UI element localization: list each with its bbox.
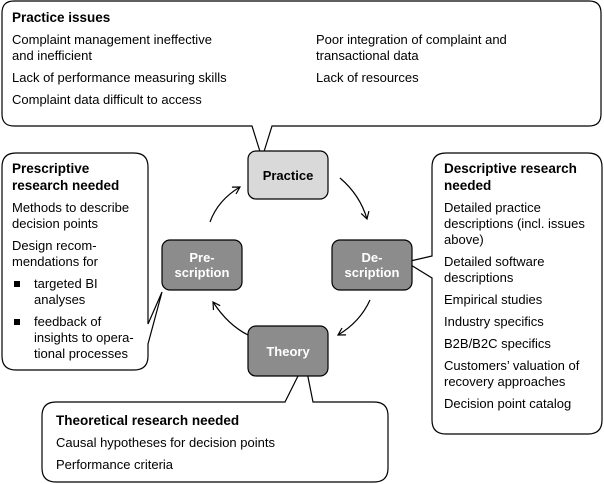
practice-issue-item: Complaint data difficult to access (12, 92, 202, 107)
descriptive-title: Descriptive research needed (444, 161, 577, 193)
descriptive-item: Detailed software descriptions (444, 254, 545, 285)
descriptive-callout (404, 152, 603, 435)
prescriptive-bullet-text: targeted BI analyses (34, 276, 98, 307)
theory-node (247, 325, 329, 377)
prescriptive-callout (1, 152, 163, 371)
descriptive-item: Customers’ valuation of recovery approac… (444, 358, 580, 389)
prescriptive-bullet-text: feedback of insights to opera- tional pr… (34, 314, 134, 361)
practice-node (247, 150, 329, 200)
prescription-node-label: Pre- scription (174, 250, 230, 280)
arrow-practice-to-description (339, 177, 370, 221)
descriptive-item: Empirical studies (444, 292, 543, 307)
descriptive-item: Industry specifics (444, 314, 544, 329)
description-node-label: De- scription (344, 250, 400, 280)
square-bullet-icon (14, 319, 20, 325)
prescriptive-text: Prescriptive research needed Methods to … (12, 160, 146, 362)
descriptive-item: Decision point catalog (444, 396, 572, 411)
practice-issues-callout (1, 0, 602, 161)
prescriptive-item: Methods to describe decision points (12, 200, 130, 231)
arrow-description-to-theory (336, 299, 371, 336)
descriptive-text: Descriptive research needed Detailed pra… (444, 160, 600, 412)
description-node (331, 239, 413, 291)
prescriptive-item: Design recom- mendations for (12, 238, 98, 269)
arrow-prescription-to-practice (209, 186, 242, 223)
prescription-node (161, 239, 243, 291)
practice-issue-item: Complaint management ineffective and ine… (12, 32, 212, 63)
theoretical-item: Causal hypotheses for decision points (56, 435, 275, 450)
practice-issue-item: Lack of resources (316, 70, 419, 85)
practice-issues-title: Practice issues (12, 10, 111, 25)
theory-node-label: Theory (266, 343, 310, 359)
theoretical-text: Theoretical research needed Causal hypot… (56, 412, 376, 473)
descriptive-item: Detailed practice descriptions (incl. is… (444, 200, 585, 247)
arrow-theory-to-prescription (212, 300, 249, 336)
theoretical-item: Performance criteria (56, 457, 174, 472)
prescriptive-title: Prescriptive research needed (12, 161, 120, 193)
practice-issue-item: Poor integration of complaint and transa… (316, 32, 507, 63)
theoretical-callout (41, 360, 389, 483)
prescriptive-bullet-item: feedback of insights to opera- tional pr… (12, 314, 146, 362)
practice-issue-item: Lack of performance measuring skills (12, 70, 227, 85)
descriptive-item: B2B/B2C specifics (444, 336, 551, 351)
square-bullet-icon (14, 281, 20, 287)
prescriptive-bullet-item: targeted BI analyses (12, 276, 146, 308)
practice-issues-text: Practice issues Complaint management ine… (12, 9, 592, 107)
practice-node-label: Practice (262, 167, 314, 183)
theoretical-title: Theoretical research needed (56, 413, 240, 428)
